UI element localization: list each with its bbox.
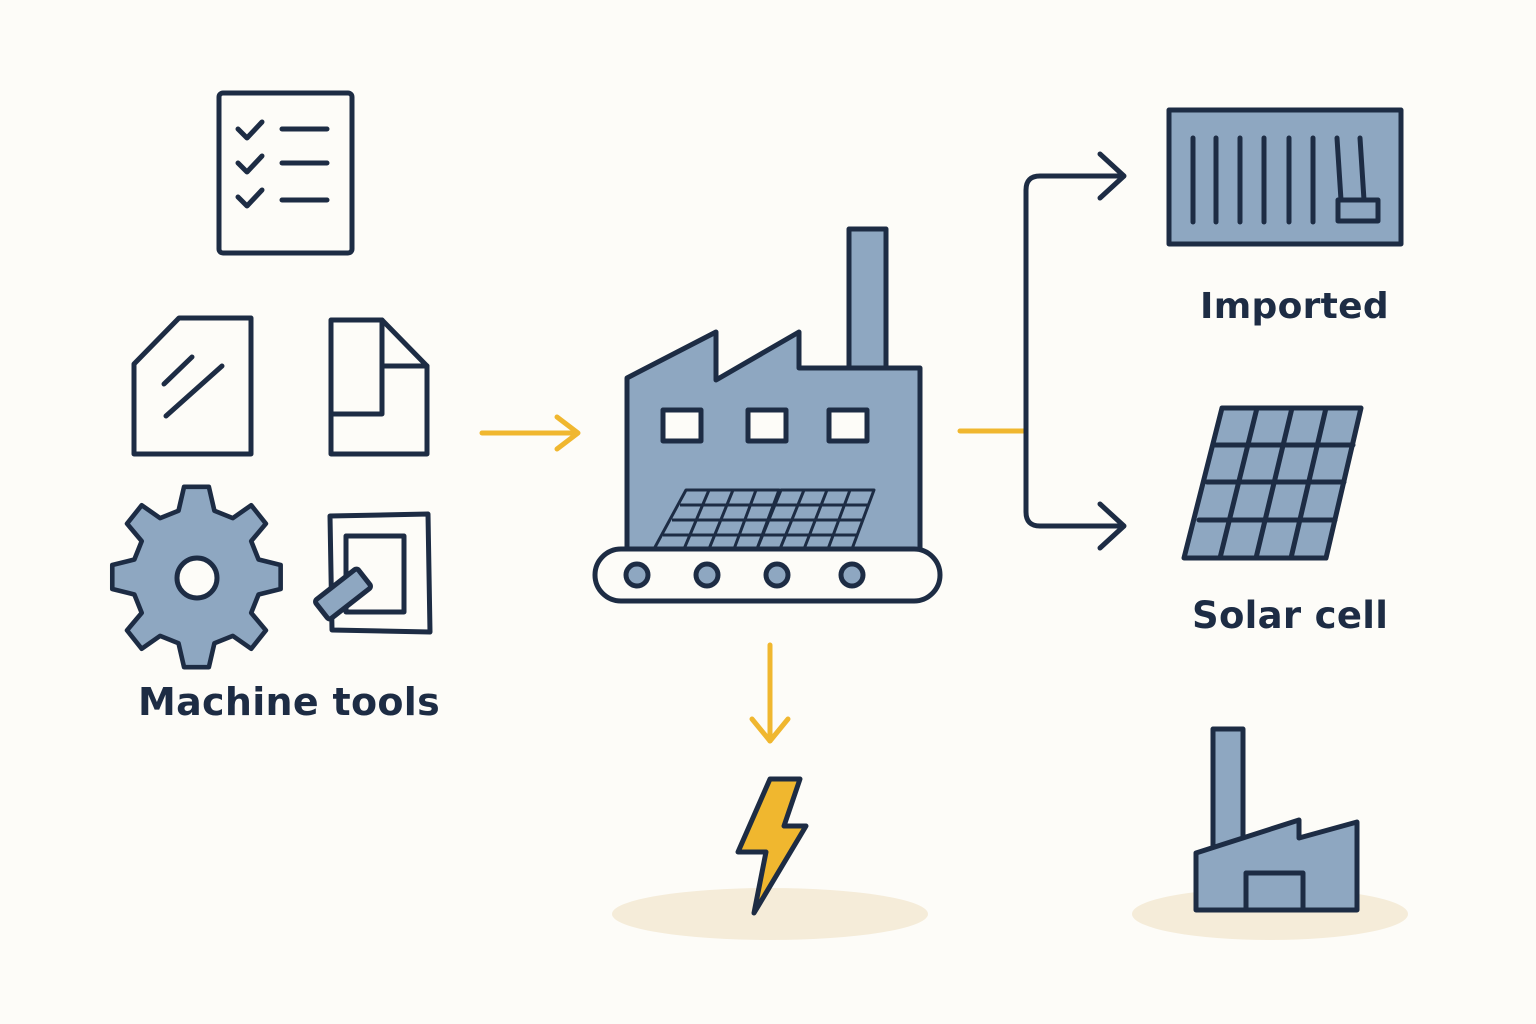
imported-label: Imported — [1200, 286, 1389, 327]
gear-icon — [109, 484, 283, 670]
branch-connector — [957, 151, 1127, 551]
glass-sheet-icon — [131, 315, 254, 457]
document-icon — [328, 317, 430, 457]
arrow-to-factory — [479, 414, 581, 452]
solar-cell-label: Solar cell — [1192, 594, 1389, 637]
bolt-ground-shadow — [612, 888, 928, 940]
frame-tool-icon — [313, 511, 433, 635]
lightning-bolt-icon — [735, 776, 809, 916]
checklist-icon — [216, 90, 355, 256]
small-factory-icon — [1193, 726, 1360, 913]
arrow-to-energy — [749, 642, 791, 744]
solar-panel-icon — [1181, 405, 1364, 561]
factory-conveyor-icon — [592, 226, 943, 604]
machine-tools-label: Machine tools — [138, 680, 441, 724]
shipping-container-icon — [1166, 107, 1404, 247]
